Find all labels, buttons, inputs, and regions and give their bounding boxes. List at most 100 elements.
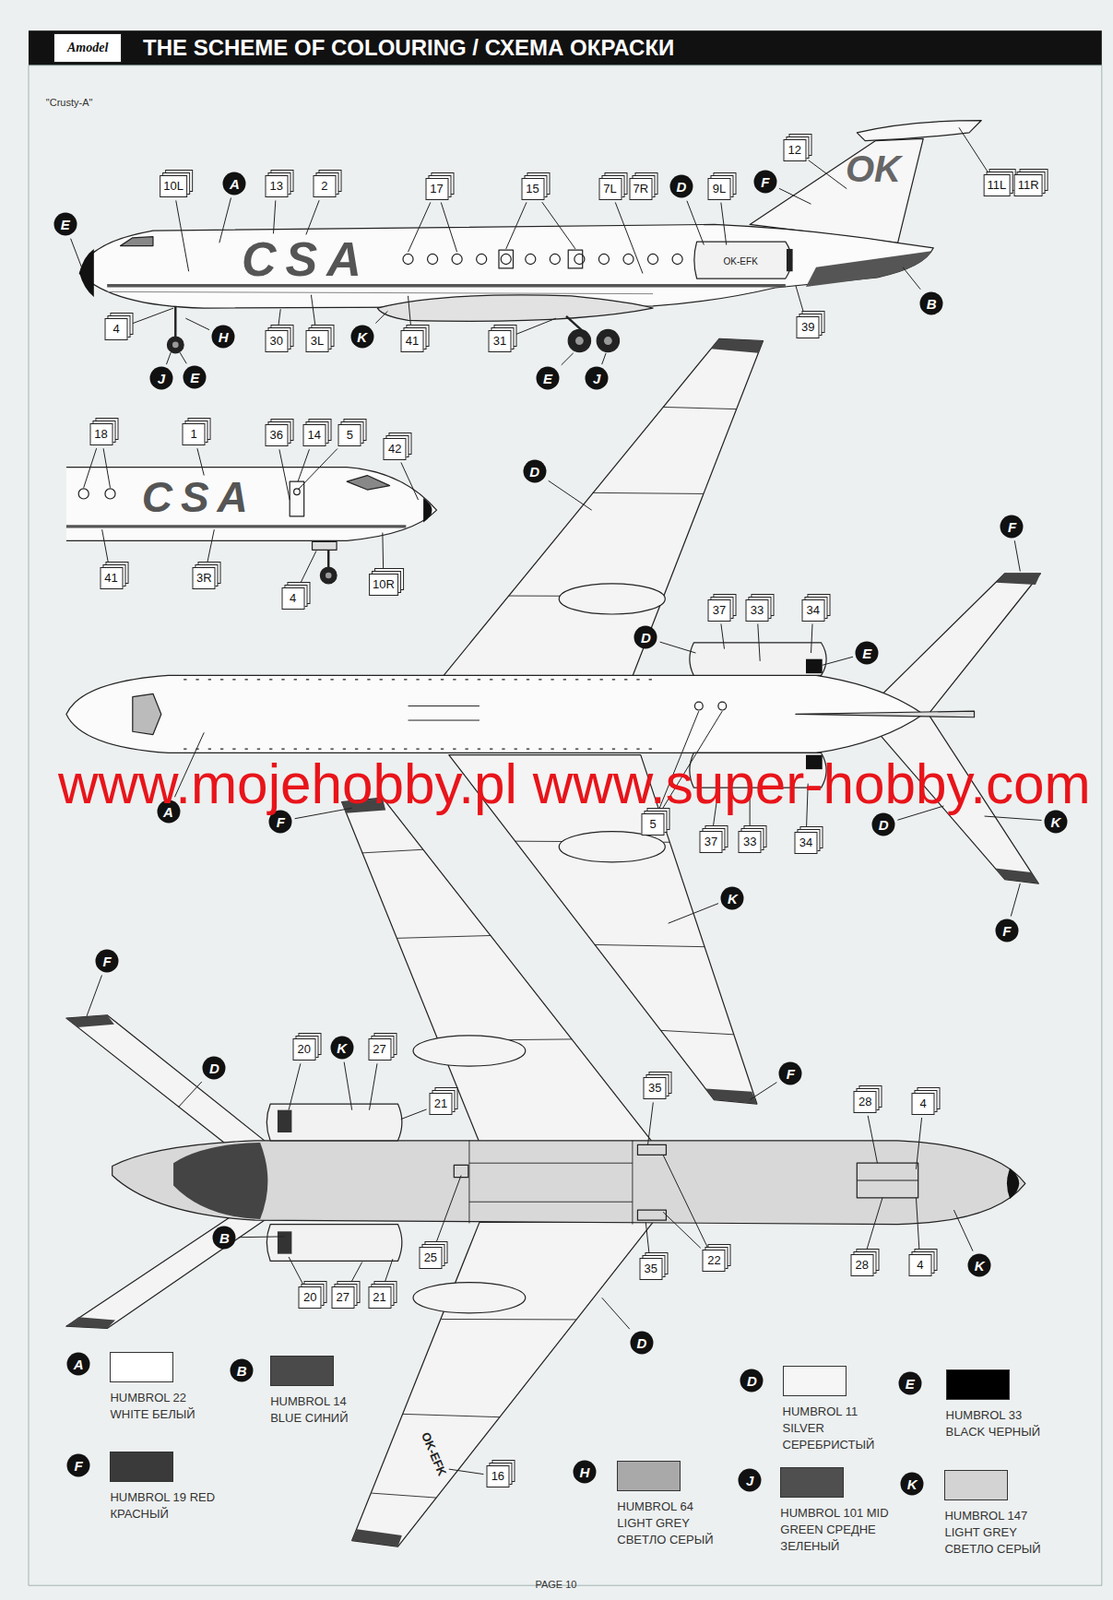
- leader-line: [179, 352, 188, 365]
- leader-line: [306, 200, 320, 235]
- logo-text: Amodel: [53, 33, 122, 63]
- leader-line: [648, 1101, 654, 1145]
- leader-line: [506, 201, 527, 249]
- leader-line: [279, 449, 290, 500]
- callout-number: 37: [707, 599, 731, 622]
- side-view: [172, 342, 179, 349]
- front-fuselage-view: [423, 497, 432, 523]
- bottom-view: [66, 1015, 115, 1028]
- leader-line: [721, 202, 727, 246]
- callout-number: 10L: [159, 175, 188, 198]
- leader-line: [176, 200, 190, 272]
- callout-number: 27: [367, 1038, 391, 1061]
- top-view: [509, 406, 737, 596]
- side-view: [79, 120, 982, 354]
- colour-callout: D: [202, 1056, 226, 1080]
- legend-swatch: [946, 1369, 1010, 1400]
- callout-number: 11R: [1014, 174, 1043, 197]
- legend-swatch: [780, 1467, 844, 1498]
- callout-number: 30: [264, 330, 288, 353]
- side-view: [106, 291, 653, 294]
- front-fuselage-view: [289, 481, 304, 517]
- colour-callout: F: [1000, 514, 1024, 538]
- side-view: [498, 249, 513, 269]
- front-fuselage-view: [66, 467, 438, 542]
- leader-line: [384, 1258, 393, 1284]
- callout-number: 27: [331, 1286, 355, 1309]
- leader-line: [435, 1174, 462, 1244]
- bottom-view: [362, 849, 572, 1041]
- callout-number: 7L: [598, 177, 622, 201]
- colour-callout: E: [855, 641, 879, 665]
- front-fuselage-view: [319, 567, 337, 584]
- front-fuselage-view: [66, 524, 406, 528]
- legend-text: HUMBROL 147 LIGHT GREY СВЕТЛО СЕРЫЙ: [944, 1507, 1055, 1558]
- side-view: [603, 336, 613, 345]
- leader-line: [297, 449, 309, 482]
- leader-line: [206, 529, 214, 565]
- callout-number: 15: [520, 177, 545, 201]
- leader-line: [408, 201, 431, 252]
- callout-number: 39: [796, 316, 820, 339]
- leader-line: [343, 1062, 353, 1111]
- top-view: [862, 573, 1042, 715]
- legend-swatch: [944, 1469, 1008, 1501]
- leader-line: [811, 624, 813, 653]
- page-number: PAGE 10: [534, 1579, 577, 1590]
- front-fuselage-view: [346, 475, 390, 490]
- front-fuselage-view: [78, 488, 89, 499]
- front-fuselage-view: [312, 541, 338, 550]
- side-view: [575, 336, 584, 345]
- legend-swatch: [109, 1451, 174, 1482]
- leader-line: [602, 353, 606, 365]
- callout-number: 36: [264, 424, 288, 447]
- leader-line: [288, 1256, 304, 1285]
- legend-text: HUMBROL 33 BLACK ЧЕРНЫЙ: [946, 1407, 1057, 1441]
- bottom-view: [856, 1179, 918, 1181]
- livery-lettering: CSA: [142, 475, 257, 519]
- leader-line: [130, 307, 174, 324]
- top-view: [718, 701, 727, 711]
- callout-number: 20: [298, 1286, 322, 1309]
- top-view: [66, 674, 924, 753]
- colour-callout: D: [522, 460, 546, 484]
- bottom-view: [1006, 1168, 1019, 1199]
- bottom-view: [277, 1231, 292, 1254]
- bottom-view: [277, 1110, 292, 1133]
- top-view: [183, 679, 653, 749]
- top-view: [66, 338, 1042, 1104]
- top-view: [689, 642, 827, 675]
- leader-line: [663, 1154, 708, 1247]
- registration-text: OK-EFK: [723, 257, 758, 267]
- leader-line: [808, 160, 848, 190]
- callout-number: 21: [367, 1286, 391, 1309]
- colour-callout: E: [53, 213, 77, 237]
- leader-line: [278, 308, 281, 327]
- callout-number: 34: [793, 831, 817, 854]
- leader-line: [350, 1262, 363, 1285]
- callout-number: 7R: [628, 177, 652, 201]
- colour-callout: B: [920, 291, 944, 315]
- bottom-view: [342, 797, 653, 1143]
- leader-line: [375, 310, 388, 323]
- page-frame: [28, 65, 1102, 1586]
- legend-text: HUMBROL 19 RED КРАСНЫЙ: [109, 1489, 221, 1523]
- callout-number: 28: [850, 1254, 874, 1277]
- leader-line: [178, 1081, 202, 1107]
- colour-callout: J: [149, 367, 173, 391]
- callout-number: 4: [911, 1092, 936, 1115]
- colour-callout: B: [230, 1358, 254, 1382]
- leader-line: [984, 816, 1042, 820]
- leader-line: [749, 1082, 777, 1101]
- leader-line: [197, 448, 204, 475]
- leader-line: [401, 462, 419, 501]
- callout-number: 2: [312, 175, 336, 198]
- bottom-view: [856, 1162, 918, 1198]
- legend-text: HUMBROL 22 WHITE БЕЛЫЙ: [109, 1389, 221, 1423]
- leader-line: [645, 1221, 650, 1256]
- bottom-view: [266, 1224, 403, 1262]
- callout-number: 35: [639, 1257, 663, 1280]
- callout-number: 21: [428, 1092, 452, 1115]
- side-view: [749, 138, 924, 243]
- colour-callout: H: [212, 325, 236, 349]
